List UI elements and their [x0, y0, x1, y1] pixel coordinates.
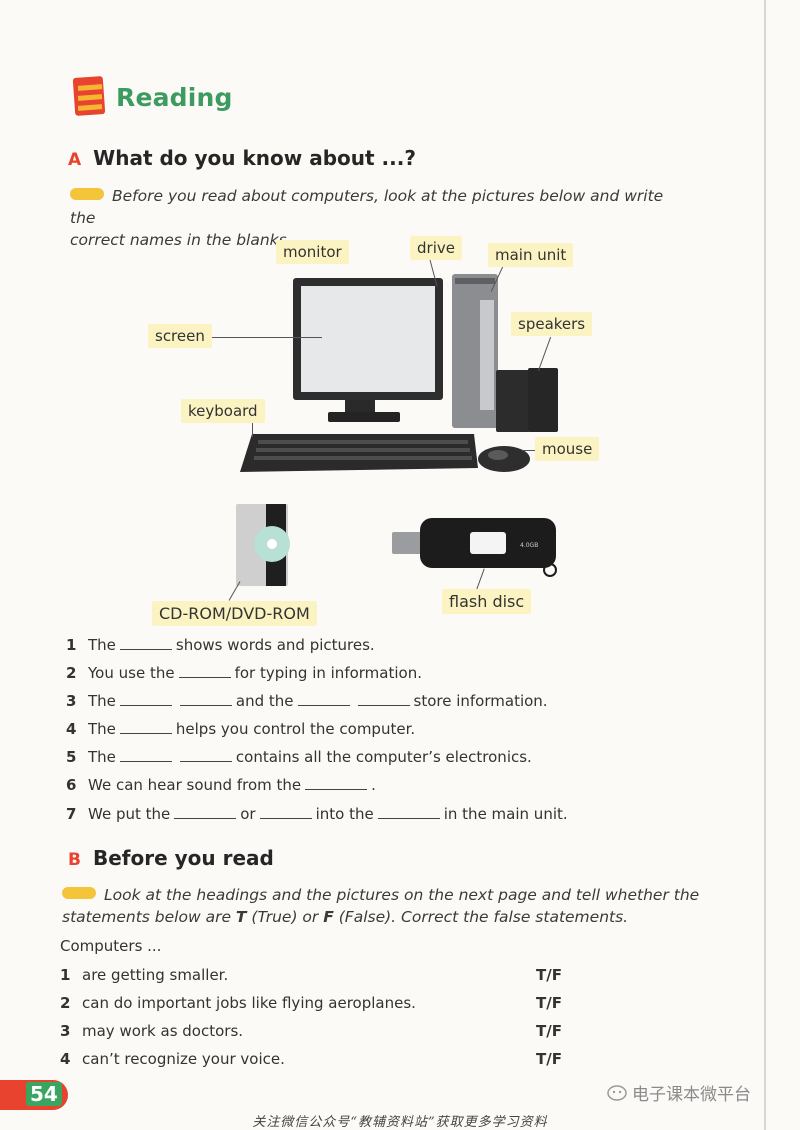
- page-edge: [764, 0, 766, 1130]
- instruction-line-2: correct names in the blanks.: [70, 231, 292, 249]
- reading-header: Reading: [72, 70, 233, 124]
- watermark: 电子课本微平台: [606, 1080, 751, 1105]
- section-b-title: Before you read: [92, 846, 274, 870]
- label-drive: drive: [410, 236, 462, 260]
- answer-blank[interactable]: [297, 693, 350, 706]
- speaker-right: [528, 368, 558, 432]
- section-a-letter: A: [68, 150, 82, 170]
- label-monitor: monitor: [276, 240, 349, 264]
- reading-title: Reading: [116, 82, 233, 112]
- pencil-pill-icon: [62, 887, 96, 899]
- tf-choice-2[interactable]: T/F: [536, 994, 562, 1012]
- page-number-tab: 54: [0, 1080, 68, 1110]
- answer-blank[interactable]: [179, 693, 232, 706]
- section-b-instruction: Look at the headings and the pictures on…: [62, 886, 700, 926]
- monitor-neck: [345, 400, 375, 414]
- label-speakers: speakers: [511, 312, 593, 336]
- instruction-line-1: Before you read about computers, look at…: [70, 187, 664, 227]
- answer-blank[interactable]: [178, 665, 231, 678]
- answer-blank[interactable]: [119, 749, 172, 762]
- pencil-pill-icon: [70, 188, 104, 200]
- main-unit-panel: [480, 300, 494, 410]
- mouse-leader: [522, 450, 540, 451]
- flash-connector: [392, 532, 426, 554]
- section-a-title: What do you know about ...?: [93, 146, 416, 170]
- answer-blank[interactable]: [377, 806, 440, 819]
- wechat-icon: [607, 1084, 627, 1101]
- answer-blank[interactable]: [119, 693, 172, 706]
- label-screen: screen: [148, 324, 212, 348]
- monitor-base: [328, 412, 400, 422]
- answer-blank[interactable]: [259, 806, 312, 819]
- label-main-unit: main unit: [488, 243, 574, 267]
- answer-blank[interactable]: [179, 749, 232, 762]
- label-keyboard: keyboard: [181, 399, 265, 423]
- monitor-screen: [301, 286, 435, 392]
- keyboard-leader: [252, 423, 253, 437]
- tf-choice-1[interactable]: T/F: [536, 966, 562, 984]
- section-b-letter: B: [68, 850, 81, 870]
- answer-blank[interactable]: [119, 637, 172, 650]
- answer-blank[interactable]: [119, 721, 172, 734]
- answer-blank[interactable]: [357, 693, 410, 706]
- speaker-left: [496, 370, 530, 432]
- drive-slot: [455, 278, 495, 284]
- statements-lead: Computers ...: [60, 937, 162, 955]
- answer-blank[interactable]: [305, 777, 368, 790]
- tf-choice-3[interactable]: T/F: [536, 1022, 562, 1040]
- label-flash-disc: flash disc: [442, 589, 532, 614]
- section-b-heading: B Before you read: [68, 846, 274, 870]
- section-a-instruction: Before you read about computers, look at…: [70, 185, 690, 251]
- keyboard: [240, 434, 478, 472]
- footer-note: 关注微信公众号“教辅资料站”获取更多学习资料: [252, 1115, 548, 1130]
- answer-blank[interactable]: [174, 806, 237, 819]
- screen-leader: [212, 337, 322, 338]
- watermark-text: 电子课本微平台: [632, 1085, 751, 1105]
- section-a-heading: A What do you know about ...?: [68, 146, 416, 170]
- label-mouse: mouse: [535, 437, 600, 461]
- label-cdrom: CD-ROM/DVD-ROM: [152, 601, 317, 626]
- page-number: 54: [26, 1082, 62, 1106]
- flash-capacity: 4.0GB: [520, 542, 538, 549]
- tf-choice-4[interactable]: T/F: [536, 1050, 562, 1068]
- computer-illustration: 4.0GB: [236, 274, 558, 586]
